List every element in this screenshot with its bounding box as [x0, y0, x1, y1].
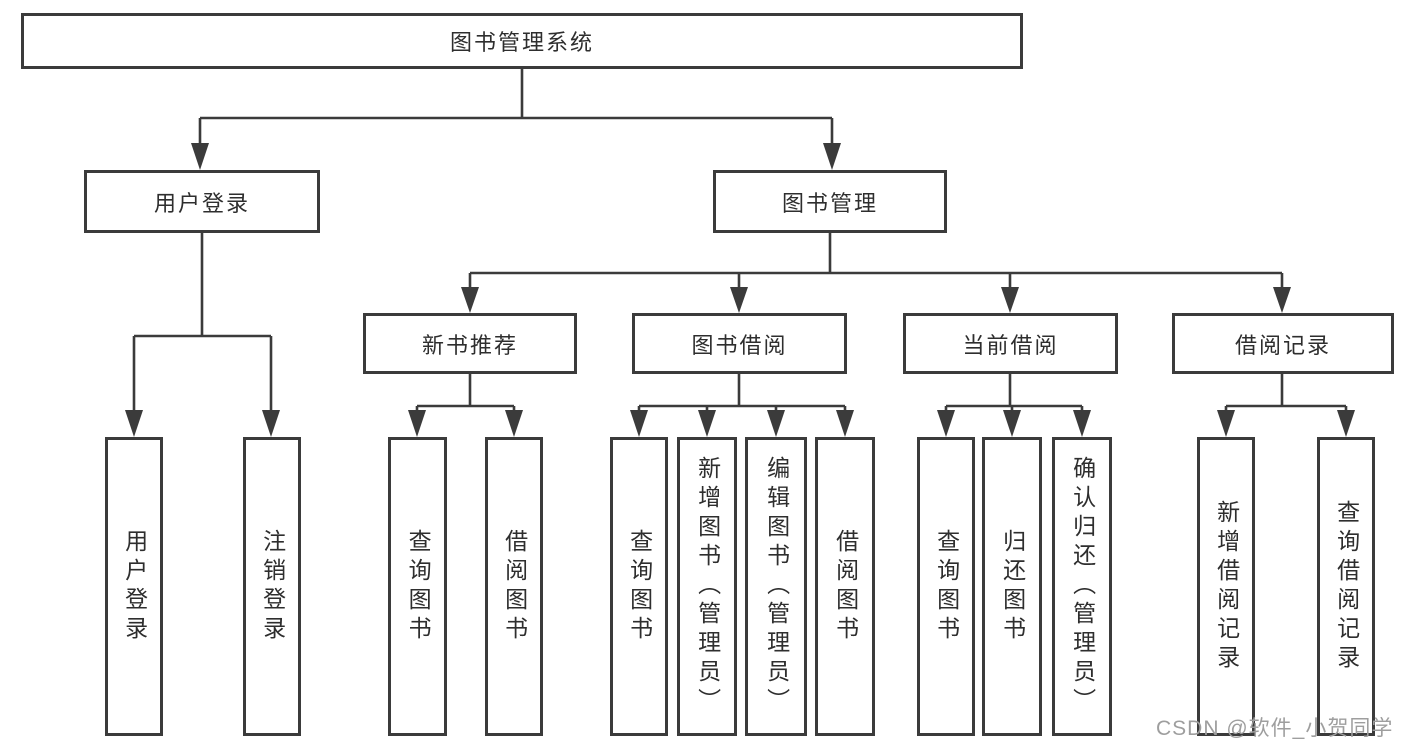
node-new-book-recommend: 新书推荐	[363, 313, 577, 374]
node-user-login: 用户登录	[84, 170, 320, 233]
leaf-confirm-return-admin: 确认归还（管理员）	[1052, 437, 1112, 736]
leaf-user-login: 用户登录	[105, 437, 163, 736]
leaf-return-books: 归还图书	[982, 437, 1042, 736]
connector-new-book-to-leaves	[408, 374, 523, 437]
leaf-search-books-borrow: 查询图书	[610, 437, 668, 736]
node-borrow-records: 借阅记录	[1172, 313, 1394, 374]
node-book-management: 图书管理	[713, 170, 947, 233]
node-library-system: 图书管理系统	[21, 13, 1023, 69]
node-book-borrow: 图书借阅	[632, 313, 847, 374]
leaf-logout: 注销登录	[243, 437, 301, 736]
connector-borrow-records-to-leaves	[1217, 374, 1355, 437]
connector-user-login-to-leaves	[125, 233, 280, 437]
leaf-add-borrow-record: 新增借阅记录	[1197, 437, 1255, 736]
connector-book-borrow-to-leaves	[630, 374, 854, 437]
watermark-csdn: CSDN @软件_小贺同学	[1156, 717, 1394, 740]
connector-current-borrow-to-leaves	[937, 374, 1091, 437]
leaf-search-books-current: 查询图书	[917, 437, 975, 736]
leaf-search-books-recommend: 查询图书	[388, 437, 447, 736]
leaf-add-books-admin: 新增图书（管理员）	[677, 437, 737, 736]
leaf-borrow-books: 借阅图书	[815, 437, 875, 736]
node-current-borrow: 当前借阅	[903, 313, 1118, 374]
connector-root-to-level1	[191, 69, 841, 170]
leaf-borrow-books-recommend: 借阅图书	[485, 437, 543, 736]
connector-book-management-to-level2	[461, 233, 1291, 313]
leaf-search-borrow-record: 查询借阅记录	[1317, 437, 1375, 736]
leaf-edit-books-admin: 编辑图书（管理员）	[745, 437, 807, 736]
